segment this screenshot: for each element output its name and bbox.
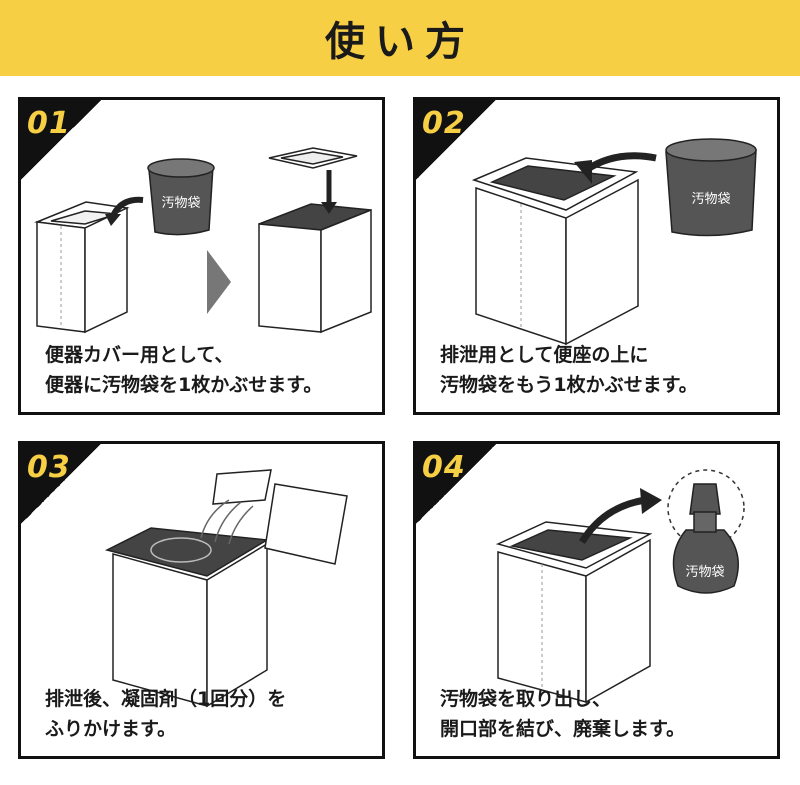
step-caption: 排泄後、凝固剤（1回分）を ふりかけます。: [45, 688, 287, 740]
bag-label: 汚物袋: [685, 565, 724, 580]
next-arrow-icon: [207, 250, 231, 314]
step-caption: 便器カバー用として、 便器に汚物袋を1枚かぶせます。: [45, 344, 323, 396]
page-title: 使い方: [325, 19, 475, 65]
step-number: 02: [422, 106, 466, 141]
step-number: 03: [27, 450, 71, 485]
step-number-corner: [21, 444, 104, 527]
step-panel-4: 汚物袋 04 汚物袋を取り出し、 開口部を結び、廃棄します。: [413, 441, 780, 759]
bag-label: 汚物袋: [161, 196, 200, 211]
step-caption: 排泄用として便座の上に 汚物袋をもう1枚かぶせます。: [440, 344, 698, 396]
step-caption: 汚物袋を取り出し、 開口部を結び、廃棄します。: [440, 688, 686, 740]
step-3-illustration: [104, 469, 348, 708]
step-number: 04: [422, 450, 466, 485]
step-4-illustration: 汚物袋: [495, 469, 745, 704]
bag-icon: 汚物袋: [665, 138, 757, 237]
coagulant-packet-icon: [212, 469, 348, 565]
step-panel-1: 汚物袋 01 便器カバー用として、 便器に汚物袋を1枚かぶせます。: [18, 97, 385, 415]
step-number: 01: [27, 106, 71, 141]
step-1-illustration: 汚物袋: [34, 147, 372, 334]
bag-label: 汚物袋: [691, 192, 730, 207]
page-header: 使い方: [0, 0, 800, 76]
step-panel-3: 03 排泄後、凝固剤（1回分）を ふりかけます。: [18, 441, 385, 759]
step-number-corner: [416, 444, 499, 527]
step-number-corner: [416, 100, 499, 183]
step-2-illustration: 汚物袋: [471, 138, 757, 346]
step-panel-2: 汚物袋 02 排泄用として便座の上に 汚物袋をもう1枚かぶせます。: [413, 97, 780, 415]
tied-bag-icon: 汚物袋: [672, 483, 739, 594]
step-number-corner: [21, 100, 104, 183]
bag-icon: 汚物袋: [147, 158, 215, 236]
